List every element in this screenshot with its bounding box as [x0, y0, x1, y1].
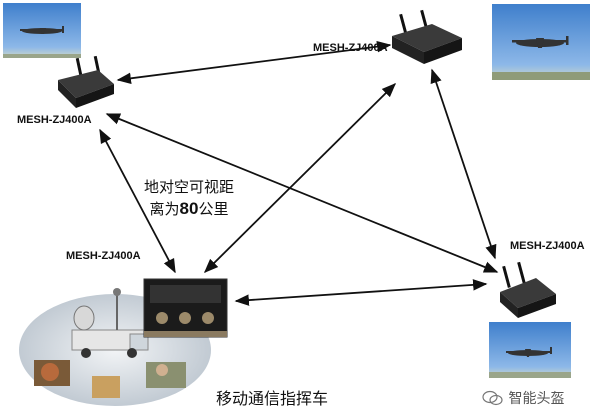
mesh-radio-device-top-center: [392, 9, 462, 64]
node-label-top-left: MESH-ZJ400A: [17, 114, 92, 126]
range-note-prefix: 离为: [149, 200, 180, 218]
drone-photo-top-left: [3, 3, 81, 58]
link-topcenter-vehicle: [203, 82, 397, 274]
range-note: 地对空可视距 离为80公里: [144, 176, 234, 220]
node-label-top-center: MESH-ZJ400A: [313, 42, 388, 54]
node-label-right: MESH-ZJ400A: [510, 240, 585, 252]
range-note-line1: 地对空可视距: [144, 178, 235, 196]
link-topcenter-right: [430, 68, 497, 260]
wechat-icon: [482, 390, 503, 406]
range-note-line2: 离为80公里: [144, 198, 234, 220]
link-arrows: [99, 40, 499, 306]
drone-photo-bottom-right: [489, 322, 571, 378]
drone-photo-top-right: [492, 4, 590, 80]
link-vehicle-right: [234, 279, 488, 306]
mesh-radio-device-right: [500, 261, 556, 318]
range-note-number: 80: [179, 199, 199, 218]
watermark: 智能头盔: [482, 388, 564, 408]
link-topleft-vehicle: [99, 128, 176, 274]
node-label-bottom-left: MESH-ZJ400A: [66, 250, 141, 262]
mesh-radio-device-vehicle: [143, 278, 228, 338]
vehicle-caption: 移动通信指挥车: [216, 389, 329, 408]
watermark-text: 智能头盔: [508, 391, 565, 407]
mesh-radio-device-top-left: [58, 55, 114, 108]
range-note-suffix: 公里: [198, 200, 229, 218]
link-topleft-topcenter: [116, 40, 392, 85]
